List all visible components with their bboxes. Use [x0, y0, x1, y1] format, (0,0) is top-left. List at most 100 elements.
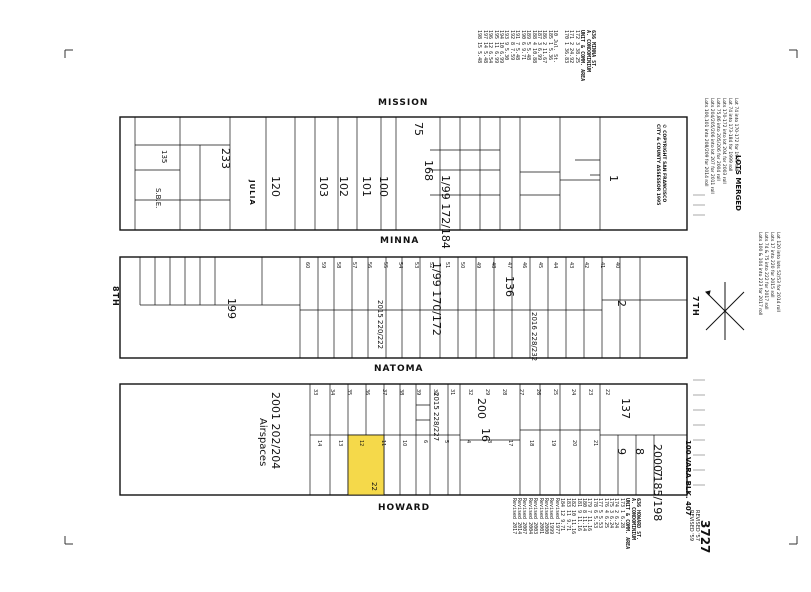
lot-number[interactable]: 28 — [500, 389, 507, 396]
merge-note: Lots 100,101 into 208/209 for 2014 roll — [703, 98, 708, 187]
revision-entry: Revised 2004 — [526, 498, 533, 535]
block-mission-minna — [119, 116, 688, 231]
lot-number[interactable]: 50 — [459, 262, 465, 269]
lot-135[interactable]: 135 — [160, 150, 168, 164]
lot-number[interactable]: 24 — [569, 389, 576, 396]
lot-number[interactable]: 27 — [518, 389, 525, 396]
lot-number[interactable]: 21 — [592, 440, 598, 447]
lot-number[interactable]: 43 — [567, 262, 574, 269]
lot-number[interactable]: 32 — [466, 389, 473, 396]
revision-entry: Revised 1977 — [553, 498, 560, 535]
lot-7[interactable]: 7 — [651, 470, 664, 477]
lot-number[interactable]: 57 — [350, 262, 357, 269]
lot-number[interactable]: 33 — [312, 389, 318, 396]
lot-number[interactable]: 52 — [428, 262, 434, 269]
lot-number[interactable]: 5 — [443, 440, 450, 444]
lot-number[interactable]: 46 — [521, 262, 527, 269]
lot-number[interactable]: 40 — [614, 262, 620, 269]
merge-note: Lots 17 into 220 for 2015 roll — [769, 232, 774, 298]
lot-number[interactable]: 60 — [304, 262, 310, 269]
range-2000: 2000 185/198 — [651, 444, 664, 522]
lot-number[interactable]: 48 — [490, 262, 496, 269]
lot-75[interactable]: 75 — [412, 122, 425, 136]
lot-233[interactable]: 233 — [219, 148, 232, 169]
range-168: 1/99 172/184 — [439, 175, 452, 249]
lot-number[interactable]: 6 — [422, 440, 429, 444]
lot-number[interactable]: 3 — [485, 440, 492, 444]
top-table-row: 197 14 5.48 — [481, 30, 488, 64]
lot-number[interactable]: 22 — [604, 389, 610, 396]
lot-number[interactable]: 30 — [432, 389, 439, 396]
range-2001: 2001 202/204 — [269, 392, 282, 470]
lot-sbe[interactable]: S.B.E. — [154, 188, 162, 209]
highlighted-lot[interactable] — [347, 434, 385, 496]
merge-note: Lots 75,86 into 205/206 for 2004 roll — [715, 98, 720, 181]
lot-number[interactable]: 37 — [380, 389, 387, 396]
lot-number[interactable]: 41 — [598, 262, 605, 269]
lot-number[interactable]: 12 — [358, 440, 365, 447]
lot-100[interactable]: 100 — [377, 176, 390, 197]
lot-number[interactable]: 4 — [464, 440, 471, 444]
lot-number[interactable]: 47 — [505, 262, 512, 269]
street-mission: MISSION — [378, 98, 429, 108]
lot-137[interactable]: 137 — [619, 398, 632, 419]
lot-number[interactable]: 49 — [474, 262, 481, 269]
lot-number[interactable]: 11 — [379, 440, 386, 447]
lot-number[interactable]: 10 — [400, 440, 407, 447]
lot-number[interactable]: 14 — [316, 440, 322, 447]
lot-1[interactable]: 1 — [607, 175, 620, 182]
lot-number[interactable]: 45 — [536, 262, 543, 269]
lot-200[interactable]: 200 — [475, 398, 488, 419]
bottom-table-row: 173 1 6.28 — [618, 498, 625, 529]
street-eighth: 8TH — [111, 286, 120, 307]
lot-2[interactable]: 2 — [615, 300, 628, 307]
lot-number[interactable]: 39 — [415, 389, 422, 396]
block-number: 3727 — [698, 520, 712, 554]
lot-number[interactable]: 25 — [552, 389, 559, 396]
lot-number[interactable]: 31 — [449, 389, 456, 396]
lot-number[interactable]: 36 — [363, 389, 370, 396]
block3-lot-lines — [309, 384, 687, 495]
lot-number[interactable]: 54 — [397, 262, 403, 269]
lot-number[interactable]: 51 — [443, 262, 450, 269]
lot-number[interactable]: 29 — [483, 389, 490, 396]
lot-101[interactable]: 101 — [360, 176, 373, 197]
lot-199[interactable]: 199 — [225, 298, 238, 319]
revision-entry: Revised 2001 — [537, 498, 544, 535]
lot-number[interactable]: 55 — [381, 262, 388, 269]
lot-120[interactable]: 120 — [269, 176, 282, 197]
lot-number[interactable]: 56 — [366, 262, 372, 269]
lot-number[interactable]: 19 — [549, 440, 556, 447]
block-minna-natoma — [119, 256, 688, 359]
lot-number[interactable]: 34 — [329, 389, 336, 396]
copyright-line2: CITY & COUNTY ASSESSOR 1995 — [655, 124, 660, 206]
merge-note: Lots 74 & 75 into 222 for 2017 roll — [763, 232, 768, 310]
lot-number[interactable]: 53 — [412, 262, 419, 269]
lot-number[interactable]: 59 — [319, 262, 326, 269]
lot-103[interactable]: 103 — [317, 176, 330, 197]
lot-number[interactable]: 13 — [337, 440, 344, 447]
lot-number[interactable]: 35 — [346, 389, 353, 396]
lot-9[interactable]: 9 — [615, 448, 628, 455]
lot-102[interactable]: 102 — [337, 176, 350, 197]
lot-number[interactable]: 26 — [535, 389, 542, 396]
top-table-row: 170 1 36.83 — [562, 30, 569, 64]
lot-168[interactable]: 168 — [422, 160, 435, 181]
top-table-row: 192 8 7.59 — [508, 30, 515, 61]
merge-note: Lots 204/205/206 into lot 207 for 2011 r… — [709, 98, 714, 194]
top-table-row: 198 15 5.48 — [476, 30, 483, 64]
lot-number[interactable]: 20 — [570, 440, 577, 447]
range-2016: 2016 228/232 — [530, 312, 538, 362]
lot-number[interactable]: 23 — [586, 389, 593, 396]
lot-136[interactable]: 136 — [503, 276, 516, 297]
lot-number[interactable]: 18 — [528, 440, 535, 447]
lot-number[interactable]: 38 — [397, 389, 404, 396]
highlight-lot-label[interactable]: 22 — [370, 482, 378, 491]
lot-number[interactable]: 44 — [552, 262, 558, 269]
lot-number[interactable]: 17 — [507, 440, 514, 447]
revised-1: REVISED '57 — [694, 510, 700, 542]
lot-number[interactable]: 42 — [583, 262, 589, 269]
lot-8[interactable]: 8 — [633, 448, 646, 455]
lot-number[interactable]: 58 — [335, 262, 341, 269]
